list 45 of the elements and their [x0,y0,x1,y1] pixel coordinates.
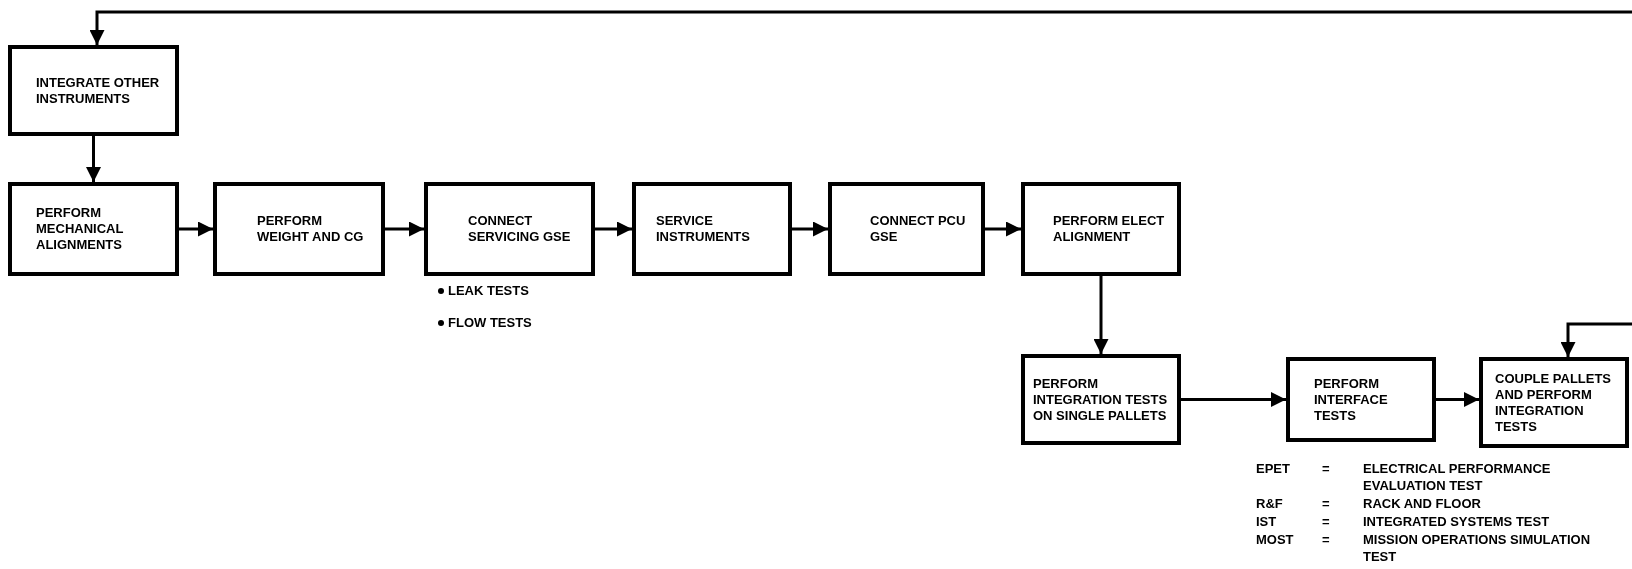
process-box [1286,357,1436,442]
abbreviation: EPET [1256,460,1291,477]
abbreviation: R&F [1256,495,1284,512]
equals-sign: = [1322,513,1331,530]
abbreviation: IST [1256,513,1278,530]
arrow [792,221,828,237]
process-box [8,182,179,276]
box-text: PERFORM ELECT ALIGNMENT [1053,213,1166,245]
abbreviation-definition: RACK AND FLOOR [1363,495,1482,512]
arrow [86,136,101,182]
arrow [385,221,424,237]
process-box [632,182,792,276]
abbreviation-definition: INTEGRATED SYSTEMS TEST [1363,513,1551,530]
note-text: LEAK TESTS [448,283,529,299]
note-text: FLOW TESTS [448,315,532,331]
arrow [89,10,1632,45]
box-text: INTEGRATE OTHER INSTRUMENTS [36,74,161,107]
abbreviation-definition: ELECTRICAL PERFORMANCE EVALUATION TEST [1363,460,1552,494]
box-text: PERFORM WEIGHT AND CG [257,213,365,245]
arrow [1436,392,1479,407]
box-text: PERFORM MECHANICAL ALIGNMENTS [36,205,125,253]
process-box [1021,182,1181,276]
box-text: PERFORM INTEGRATION TESTS ON SINGLE PALLETS [1033,375,1169,424]
box-text: CONNECT PCU GSE [870,213,967,245]
process-box [424,182,595,276]
process-box [1021,354,1181,445]
equals-sign: = [1322,495,1331,512]
equals-sign: = [1322,531,1331,548]
box-text: COUPLE PALLETS AND PERFORM INTEGRATION TESTS [1495,370,1613,435]
box-text: CONNECT SERVICING GSE [468,213,572,245]
box-text: PERFORM INTERFACE TESTS [1314,375,1389,424]
process-box [828,182,985,276]
process-box [8,45,179,136]
process-box [213,182,385,276]
box-text: SERVICE INSTRUMENTS [656,213,751,245]
equals-sign: = [1322,460,1331,477]
arrow [985,221,1021,237]
arrow [1093,276,1109,354]
arrow [1560,322,1632,357]
abbreviation-definition: MISSION OPERATIONS SIMULATION TEST [1363,531,1592,565]
process-box [1479,357,1629,448]
abbreviation: MOST [1256,531,1295,548]
arrow [1181,392,1286,407]
arrow [179,221,213,237]
arrow [595,221,632,237]
